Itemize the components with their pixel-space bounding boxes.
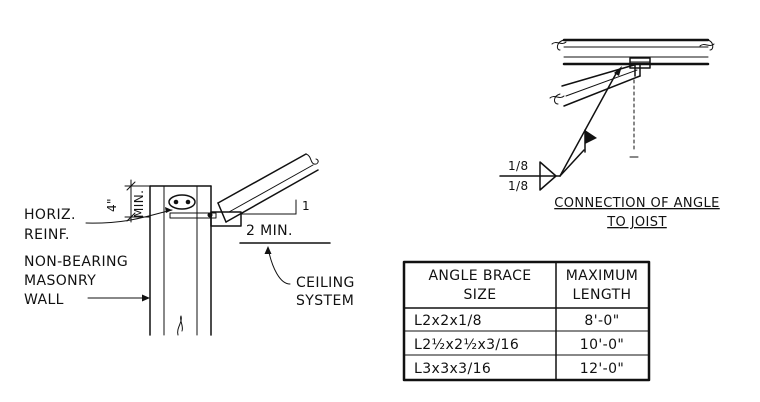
reinf-leader <box>85 209 173 224</box>
connection-title-line2: TO JOIST <box>606 215 667 230</box>
table-row-3-size: L3x3x3/16 <box>414 361 491 377</box>
label-nonbearing: NON-BEARING <box>24 254 128 270</box>
weld-symbol: 1/8 1/8 <box>499 66 622 193</box>
header-size-line2: SIZE <box>463 287 496 303</box>
masonry-wall <box>149 185 212 336</box>
table-row-1-length: 8'-0" <box>584 313 619 329</box>
wall-detail: 4" MIN. 1 2 MIN. HORIZ. REINF. NON-BEARI… <box>24 153 355 336</box>
label-ceiling: CEILING <box>296 275 355 291</box>
dim-2-min: 1 2 MIN. <box>239 199 310 239</box>
dim-min-text: MIN. <box>132 190 146 218</box>
label-reinf: REINF. <box>24 227 70 243</box>
ceiling-arrow <box>264 246 272 254</box>
label-wall: WALL <box>24 292 64 308</box>
label-horiz: HORIZ. <box>24 207 76 223</box>
connection-clip <box>629 57 651 77</box>
table-row-1-size: L2x2x1/8 <box>414 313 482 329</box>
header-length-line1: MAXIMUM <box>566 268 639 284</box>
label-system: SYSTEM <box>296 293 354 309</box>
dim-2min-text: 2 MIN. <box>246 223 293 239</box>
table-row-2-size: L2½x2½x3/16 <box>414 337 519 353</box>
table-row-2-length: 10'-0" <box>580 337 624 353</box>
dim-1-text: 1 <box>302 199 310 213</box>
dim-4-text: 4" <box>105 198 119 212</box>
reinf-arrow <box>165 207 172 213</box>
wall-arrow <box>142 294 150 302</box>
connection-angle <box>549 64 641 107</box>
connection-detail: 1/8 1/8 CONNECTION OF ANGLE TO JOIST <box>499 38 720 230</box>
header-size-line1: ANGLE BRACE <box>428 268 531 284</box>
weld-size-bottom: 1/8 <box>508 179 529 193</box>
horizontal-reinforcement <box>168 194 217 219</box>
table-row-3-length: 12'-0" <box>580 361 624 377</box>
label-masonry: MASONRY <box>24 273 96 289</box>
connection-title-line1: CONNECTION OF ANGLE <box>554 196 720 211</box>
weld-size-top: 1/8 <box>508 159 529 173</box>
angle-brace-table: ANGLE BRACE SIZE MAXIMUM LENGTH L2x2x1/8… <box>402 260 651 382</box>
dim-4-min: 4" MIN. <box>105 179 151 223</box>
ceiling-leader <box>267 247 291 285</box>
joist <box>551 38 715 66</box>
header-length-line2: LENGTH <box>573 287 632 303</box>
